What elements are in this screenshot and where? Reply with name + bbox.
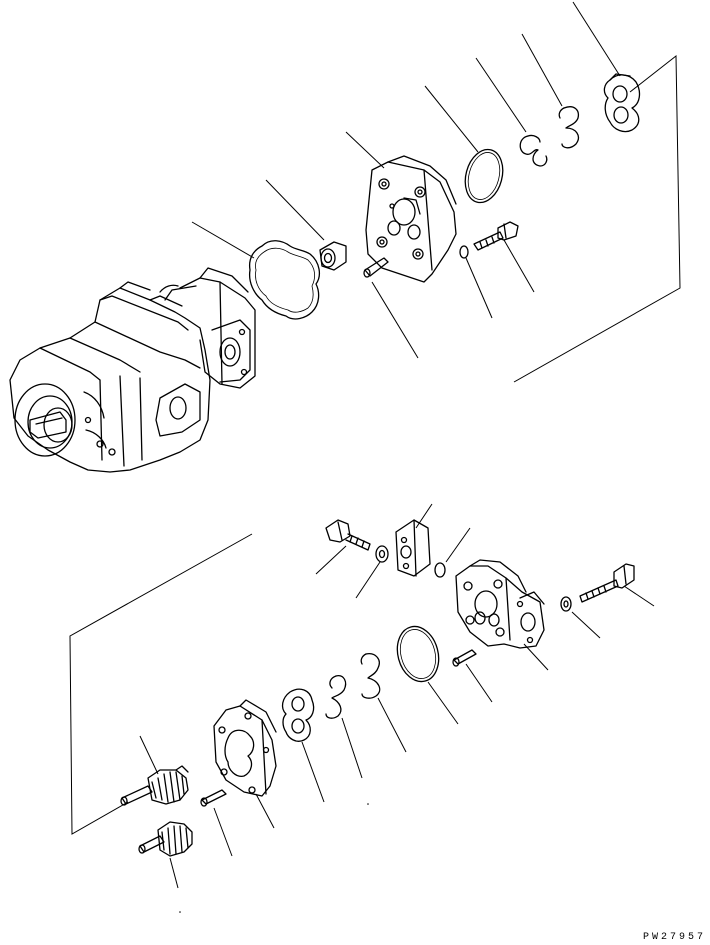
dowel-pin-lower-right (452, 649, 477, 667)
stray-mark (367, 803, 369, 805)
side-plate-upper (603, 73, 641, 133)
side-plate-lower (281, 688, 315, 742)
snap-ring-lower-1 (360, 653, 381, 699)
bushing (319, 241, 347, 271)
washer-lower-left (375, 545, 389, 563)
gear-housing-lower (213, 699, 277, 797)
flange-plate (395, 519, 431, 577)
dowel-pin-lower-left (200, 789, 227, 807)
main-pump-assembly (9, 267, 256, 473)
washer-lower-right (560, 596, 572, 612)
o-ring-small-lower (434, 562, 446, 578)
leader-lines (139, 1, 655, 889)
upper-group-bracket (513, 54, 681, 383)
stray-mark (179, 911, 181, 913)
snap-ring-upper-1 (519, 134, 548, 167)
dowel-pin-upper (363, 257, 389, 278)
snap-ring-upper-2 (558, 106, 580, 149)
snap-ring-lower-2 (325, 675, 347, 719)
bolt-upper (473, 221, 519, 251)
lower-group-bracket (69, 533, 253, 835)
drawing-code: PW27957 (642, 932, 706, 943)
bolt-lower-right (579, 563, 635, 603)
bolt-lower-left (325, 519, 371, 551)
front-cover-lower (455, 559, 545, 649)
o-ring-lower (396, 625, 440, 683)
o-ring-upper (464, 148, 504, 204)
gasket-large (248, 240, 321, 320)
rear-cover-plate (365, 155, 457, 283)
washer-upper (459, 245, 469, 259)
driven-gear (138, 821, 193, 857)
drive-gear (120, 765, 189, 806)
